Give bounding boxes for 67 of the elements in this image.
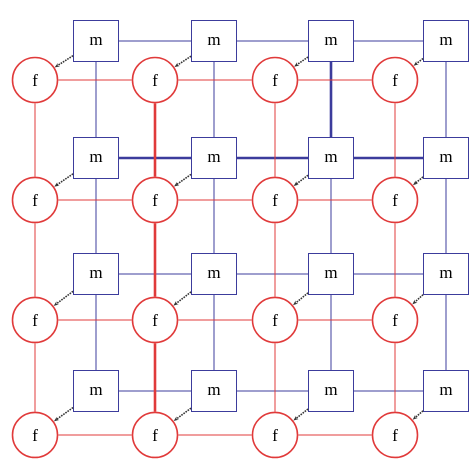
circle-node: f xyxy=(252,296,298,344)
connector-line xyxy=(236,390,308,392)
connector-line xyxy=(330,62,332,137)
connector-line xyxy=(274,342,276,412)
box-node: m xyxy=(73,20,119,62)
connector-line xyxy=(394,342,396,412)
box-node: m xyxy=(73,253,119,295)
connector-line xyxy=(394,102,396,178)
circle-node: f xyxy=(252,176,298,224)
circle-node: f xyxy=(132,412,178,458)
connector-line xyxy=(154,343,156,412)
box-node: m xyxy=(191,136,237,179)
circle-node: f xyxy=(12,296,58,344)
circle-node: f xyxy=(12,176,58,224)
connector-line xyxy=(274,222,276,298)
box-node: m xyxy=(73,370,119,412)
connector-line xyxy=(178,434,252,436)
connector-line xyxy=(298,434,372,436)
circle-node: f xyxy=(132,176,178,224)
connector-line xyxy=(119,156,191,160)
box-node: m xyxy=(423,20,469,62)
connector-line xyxy=(274,102,276,178)
box-node: m xyxy=(308,253,354,295)
box-node: m xyxy=(308,370,354,412)
connector-line xyxy=(58,434,132,436)
box-node: m xyxy=(423,136,469,179)
box-node: m xyxy=(191,370,237,412)
connector-line xyxy=(298,319,372,320)
circle-node: f xyxy=(132,56,178,104)
connector-line xyxy=(178,319,252,320)
connector-line xyxy=(34,342,36,412)
connector-line xyxy=(154,103,156,177)
box-node: m xyxy=(423,253,469,295)
connector-line xyxy=(236,40,308,42)
connector-line xyxy=(118,40,192,42)
connector-line xyxy=(330,294,332,370)
connector-line xyxy=(330,178,332,254)
connector-line xyxy=(354,273,424,274)
circle-node: f xyxy=(252,412,298,458)
box-node: m xyxy=(308,20,354,62)
circle-node: f xyxy=(372,412,418,458)
connector-line xyxy=(34,222,36,298)
circle-node: f xyxy=(12,412,58,458)
arrow xyxy=(414,58,424,66)
box-node: m xyxy=(423,370,469,412)
box-node: m xyxy=(191,20,237,62)
circle-node: f xyxy=(372,296,418,344)
connector-line xyxy=(58,319,132,320)
circle-node: f xyxy=(12,56,58,104)
box-node: m xyxy=(308,136,354,179)
connector-line xyxy=(118,390,192,392)
connector-line xyxy=(236,273,308,274)
connector-line xyxy=(354,40,424,42)
connector-line xyxy=(34,102,36,178)
circle-node: f xyxy=(372,56,418,104)
connector-line xyxy=(154,223,156,297)
box-node: m xyxy=(73,136,119,179)
connector-line xyxy=(394,222,396,298)
circle-node: f xyxy=(372,176,418,224)
arrow xyxy=(174,174,192,186)
circle-node: f xyxy=(252,56,298,104)
connector-line xyxy=(118,273,192,274)
circle-node: f xyxy=(132,296,178,344)
connector-line xyxy=(237,156,308,160)
connector-line xyxy=(354,390,424,392)
box-node: m xyxy=(191,253,237,295)
connector-line xyxy=(354,156,423,160)
